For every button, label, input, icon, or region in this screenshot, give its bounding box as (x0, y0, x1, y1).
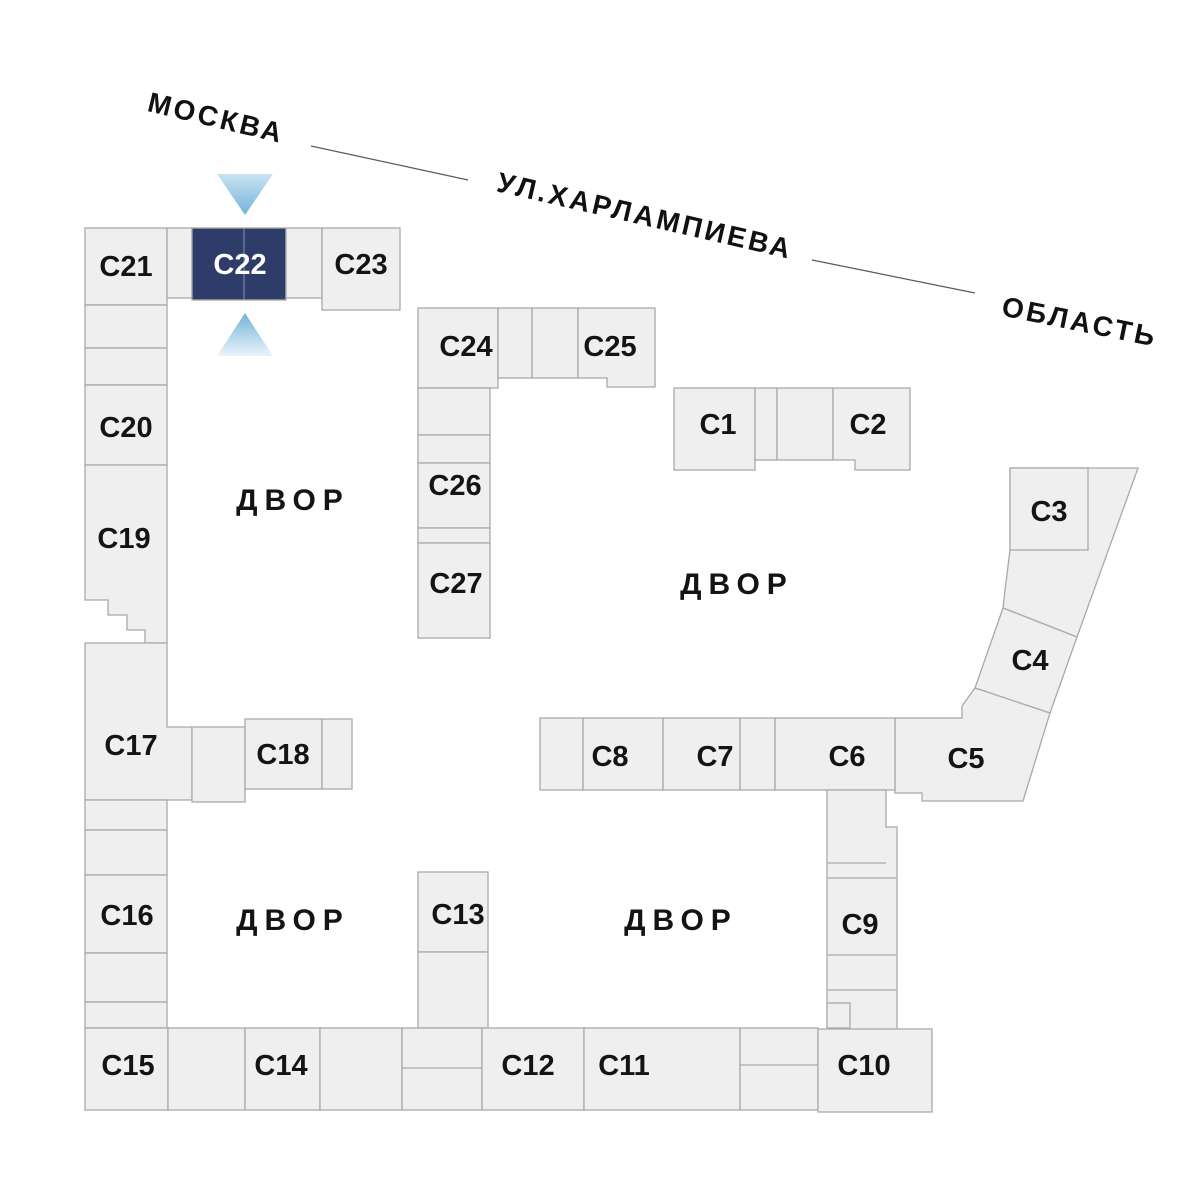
block-segment (417, 434, 491, 464)
block-c23[interactable] (321, 227, 401, 311)
block-c21[interactable] (84, 227, 168, 306)
block-c6-label: C6 (828, 741, 865, 773)
block-c4-label: C4 (1011, 645, 1048, 677)
block-c17-label: C17 (104, 730, 157, 762)
block-c12-label: C12 (501, 1050, 554, 1082)
block-c18-label: C18 (256, 739, 309, 771)
block-segment (191, 726, 246, 803)
block-c12[interactable] (481, 1027, 585, 1111)
block-c7-label: C7 (696, 741, 733, 773)
block-c10[interactable] (817, 1028, 933, 1113)
block-c2[interactable] (832, 387, 911, 471)
block-c14[interactable] (244, 1027, 321, 1111)
block-c15-label: C15 (101, 1050, 154, 1082)
block-segment (497, 307, 533, 379)
arrow-up-icon (217, 313, 273, 356)
block-segment (739, 717, 776, 791)
block-segment (84, 347, 168, 386)
block-c5-label: C5 (947, 743, 984, 775)
block-c13-label: C13 (431, 899, 484, 931)
block-c17[interactable] (84, 642, 193, 801)
block-c26-label: C26 (428, 470, 481, 502)
block-c19-label: C19 (97, 523, 150, 555)
courtyard-label-top-left: ДВОР (236, 484, 350, 517)
courtyard-label-bottom-left: ДВОР (236, 904, 350, 937)
arrow-down-icon (217, 174, 273, 215)
block-c11-label: C11 (598, 1050, 650, 1082)
block-c24-label: C24 (439, 331, 492, 363)
block-c9-label: C9 (841, 909, 878, 941)
block-c2-label: C2 (849, 409, 886, 441)
courtyard-label-bottom-right: ДВОР (624, 904, 738, 937)
street-leader-line (310, 145, 469, 181)
block-c7[interactable] (662, 717, 741, 791)
block-segment (539, 717, 584, 791)
block-c3-label: C3 (1030, 496, 1067, 528)
block-segment (417, 951, 489, 1029)
block-c14-label: C14 (254, 1050, 307, 1082)
block-c25-label: C25 (583, 331, 636, 363)
block-c1-label: C1 (699, 409, 736, 441)
street-label-oblast: ОБЛАСТЬ (999, 291, 1160, 353)
block-segment (319, 1027, 403, 1111)
block-segment (417, 387, 491, 436)
block-c1[interactable] (673, 387, 756, 471)
block-c19[interactable] (84, 464, 168, 644)
block-c25[interactable] (577, 307, 656, 388)
block-c15[interactable] (84, 1027, 169, 1111)
block-segment (167, 1027, 246, 1111)
block-c20-label: C20 (99, 412, 152, 444)
block-c22-label: C22 (213, 249, 266, 281)
block-segment (776, 387, 834, 461)
block-c16[interactable] (84, 874, 168, 954)
block-c23-label: C23 (334, 249, 387, 281)
block-segment (84, 1001, 168, 1029)
block-c11[interactable] (583, 1027, 741, 1111)
block-segment (84, 952, 168, 1003)
block-c27[interactable] (417, 542, 491, 639)
block-segment (754, 387, 778, 461)
block-c27-label: C27 (429, 568, 482, 600)
block-c8[interactable] (582, 717, 664, 791)
block-segment (321, 718, 353, 790)
block-c8-label: C8 (591, 741, 628, 773)
block-segment (84, 304, 168, 349)
block-segment (826, 1002, 851, 1029)
block-c24[interactable] (417, 307, 499, 389)
block-segment (84, 829, 168, 876)
block-c21-label: C21 (99, 251, 152, 283)
street-leader-line (811, 259, 976, 294)
block-c20[interactable] (84, 384, 168, 466)
block-c16-label: C16 (100, 900, 153, 932)
block-segment (166, 227, 193, 299)
block-segment (285, 227, 323, 299)
courtyard-label-top-right: ДВОР (680, 568, 794, 601)
block-segment (417, 527, 491, 544)
street-label-kharlampieva: УЛ.ХАРЛАМПИЕВА (494, 167, 796, 265)
block-segment (531, 307, 579, 379)
block-segment (401, 1027, 483, 1111)
block-segment (84, 799, 168, 831)
block-c3[interactable] (1009, 467, 1089, 551)
block-c5[interactable] (894, 687, 1051, 802)
block-c22-selected[interactable] (191, 227, 287, 301)
block-c10-label: C10 (837, 1050, 890, 1082)
block-c13[interactable] (417, 871, 489, 953)
block-segment (739, 1027, 819, 1111)
street-label-moskva: МОСКВА (145, 86, 288, 149)
